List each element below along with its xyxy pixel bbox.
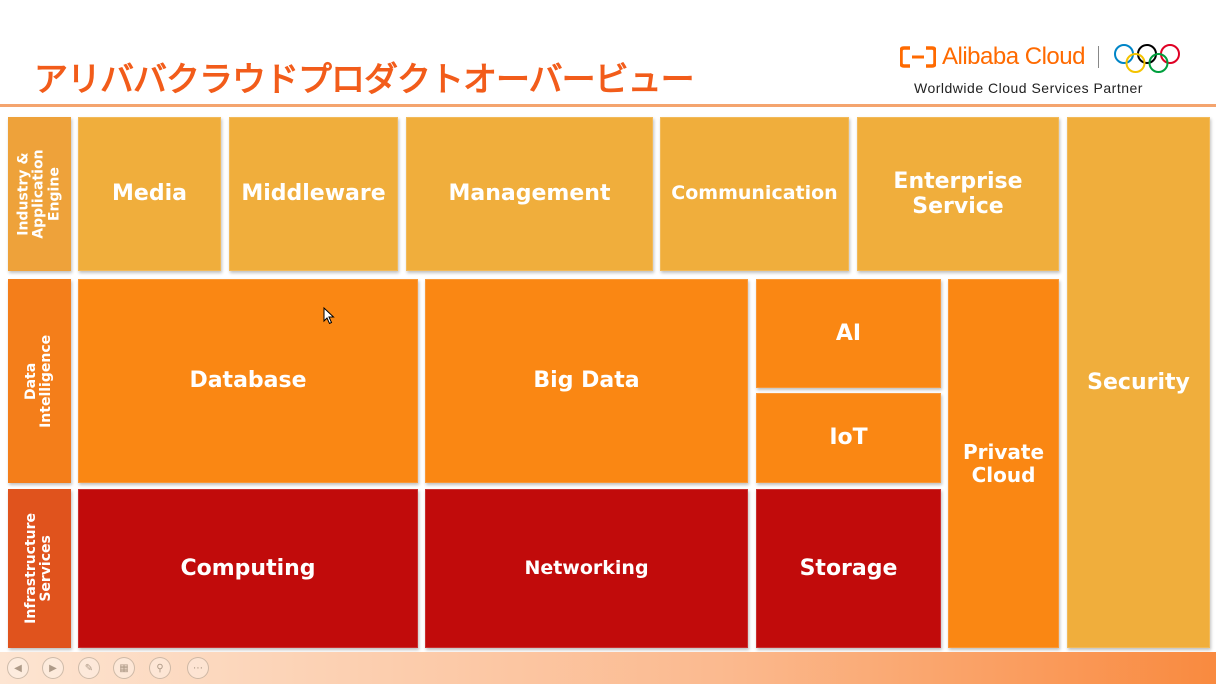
block-database-label: Database: [189, 368, 307, 394]
row-label-infrastructure: Infrastructure Services: [8, 489, 71, 648]
block-database: Database: [78, 279, 418, 483]
block-big-data-label: Big Data: [533, 368, 640, 394]
block-security-label: Security: [1087, 369, 1190, 395]
block-management-label: Management: [448, 181, 611, 207]
row-label-data-text: Data Intelligence: [23, 334, 55, 428]
alibaba-cloud-mark-icon: [900, 46, 936, 68]
mouse-pointer-icon: [323, 307, 335, 325]
zoom-icon[interactable]: ⚲: [149, 657, 171, 679]
block-media-label: Media: [112, 181, 187, 207]
more-options-icon[interactable]: ⋯: [187, 657, 209, 679]
block-networking-label: Networking: [524, 556, 649, 579]
brand-name: Alibaba Cloud: [942, 43, 1085, 70]
brand-tagline: Worldwide Cloud Services Partner: [914, 80, 1143, 96]
page-title: アリババクラウドプロダクトオーバービュー: [34, 60, 695, 100]
block-storage: Storage: [756, 489, 941, 648]
block-middleware-label: Middleware: [241, 181, 386, 207]
row-label-industry-text: Industry & Application Engine: [15, 149, 63, 239]
block-security: Security: [1067, 117, 1210, 648]
logo-divider: [1098, 46, 1099, 68]
block-computing: Computing: [78, 489, 418, 648]
block-networking: Networking: [425, 489, 748, 648]
block-communication-label: Communication: [671, 182, 838, 205]
block-private-cloud-label: Private Cloud: [962, 439, 1045, 487]
block-iot-label: IoT: [829, 425, 868, 451]
block-enterprise-service: Enterprise Service: [857, 117, 1059, 271]
slides-grid-icon[interactable]: ▦: [113, 657, 135, 679]
pen-icon[interactable]: ✎: [78, 657, 100, 679]
block-iot: IoT: [756, 393, 941, 483]
next-icon[interactable]: ▶: [42, 657, 64, 679]
prev-icon[interactable]: ◀: [7, 657, 29, 679]
row-label-infra-text: Infrastructure Services: [23, 513, 55, 624]
block-management: Management: [406, 117, 653, 271]
block-private-cloud: Private Cloud: [948, 279, 1059, 648]
block-enterprise-label: Enterprise Service: [893, 168, 1023, 219]
presentation-toolbar: [0, 652, 1216, 684]
block-big-data: Big Data: [425, 279, 748, 483]
block-computing-label: Computing: [180, 555, 316, 581]
block-media: Media: [78, 117, 221, 271]
block-middleware: Middleware: [229, 117, 398, 271]
block-ai-label: AI: [835, 320, 862, 346]
row-label-data-intelligence: Data Intelligence: [8, 279, 71, 483]
alibaba-cloud-logo: Alibaba Cloud Worldwide Cloud Services P…: [900, 42, 1190, 102]
block-ai: AI: [756, 279, 941, 388]
olympic-rings-icon: [1114, 44, 1180, 73]
header-divider: [0, 104, 1216, 107]
block-storage-label: Storage: [799, 555, 898, 581]
block-communication: Communication: [660, 117, 849, 271]
row-label-industry: Industry & Application Engine: [8, 117, 71, 271]
